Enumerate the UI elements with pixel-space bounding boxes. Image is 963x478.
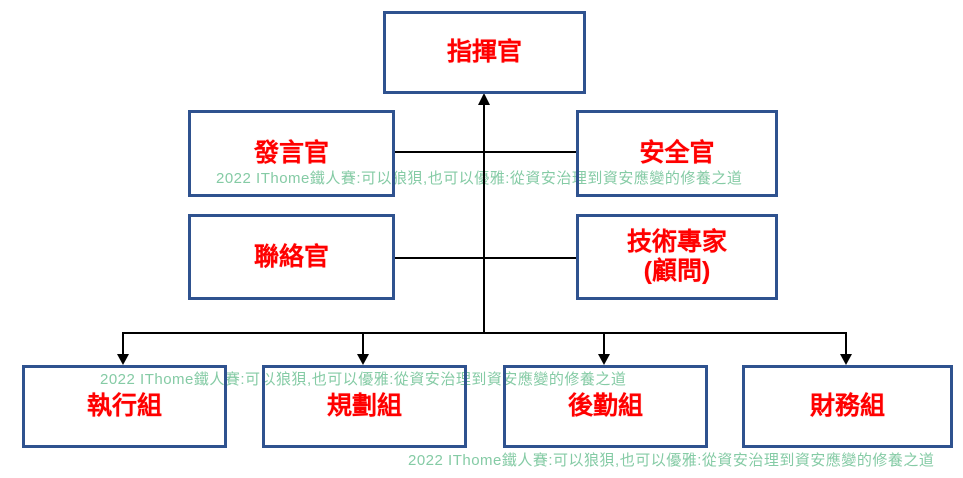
drop-line-planning (362, 332, 364, 356)
node-execution-team-label: 執行組 (86, 392, 162, 421)
connector-spokesperson-security (395, 151, 576, 153)
node-planning-team-label: 規劃組 (326, 392, 402, 421)
drop-line-execution (122, 332, 124, 356)
arrowhead-down-execution (117, 354, 129, 365)
watermark-text-top: 2022 IThome鐵人賽:可以狼狽,也可以優雅:從資安治理到資安應變的修養之… (216, 170, 743, 187)
arrowhead-down-logistics (598, 354, 610, 365)
node-execution-team: 執行組 (22, 365, 227, 448)
arrowhead-down-finance (840, 354, 852, 365)
node-technical-expert-label: 技術專家 (626, 228, 727, 257)
node-liaison-officer: 聯絡官 (188, 214, 395, 300)
node-finance-team-label: 財務組 (809, 392, 885, 421)
node-spokesperson: 發言官 (188, 110, 395, 197)
node-technical-expert: 技術專家 (顧問) (576, 214, 778, 300)
node-finance-team: 財務組 (742, 365, 953, 448)
connector-vertical-center (483, 103, 485, 334)
drop-line-logistics (603, 332, 605, 356)
drop-line-finance (845, 332, 847, 356)
connector-distribution-horizontal (123, 332, 847, 334)
arrowhead-down-planning (357, 354, 369, 365)
node-logistics-team: 後勤組 (503, 365, 708, 448)
node-spokesperson-label: 發言官 (253, 139, 329, 168)
node-technical-expert-sublabel: (顧問) (643, 257, 711, 285)
node-commander-label: 指揮官 (446, 38, 522, 67)
node-commander: 指揮官 (383, 11, 586, 94)
node-planning-team: 規劃組 (262, 365, 467, 448)
node-liaison-officer-label: 聯絡官 (253, 242, 329, 271)
node-security-officer: 安全官 (576, 110, 778, 197)
node-security-officer-label: 安全官 (639, 139, 715, 168)
node-logistics-team-label: 後勤組 (567, 392, 643, 421)
connector-liaison-expert (395, 257, 576, 259)
watermark-text-middle: 2022 IThome鐵人賽:可以狼狽,也可以優雅:從資安治理到資安應變的修養之… (100, 371, 627, 388)
watermark-text-bottom: 2022 IThome鐵人賽:可以狼狽,也可以優雅:從資安治理到資安應變的修養之… (408, 452, 935, 469)
arrowhead-up-to-commander (478, 93, 490, 105)
